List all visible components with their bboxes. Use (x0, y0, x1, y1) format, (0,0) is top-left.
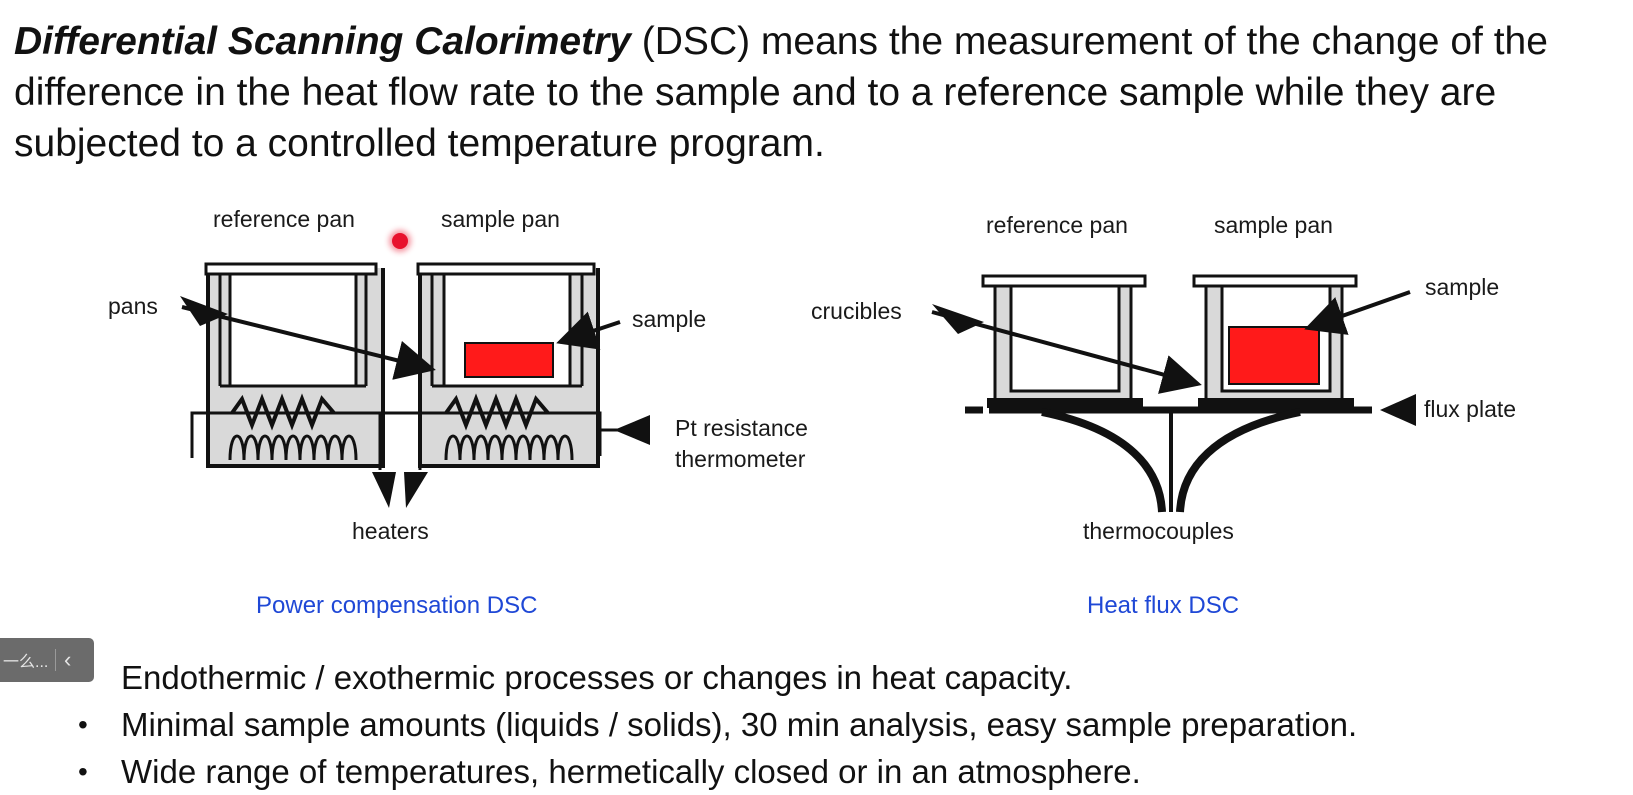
crucibles-label: crucibles (811, 298, 902, 324)
pc-sample-pan-label: sample pan (441, 206, 560, 232)
bullet-icon: • (78, 709, 88, 740)
laser-pointer (392, 233, 408, 249)
pt-thermometer-arrow (614, 415, 650, 445)
sample-resistance-wire (444, 393, 550, 431)
list-item: • Wide range of temperatures, hermeticall… (78, 748, 1357, 795)
toolbar-text[interactable]: 一么... (3, 654, 47, 671)
flux-plate-arrow (1380, 394, 1416, 426)
hf-sample-label: sample (1425, 274, 1500, 300)
bullet-text: Wide range of temperatures, hermetically… (121, 753, 1141, 790)
thermocouple-right (1176, 408, 1301, 513)
pans-arrow-head-left (180, 296, 228, 326)
pc-reference-pan-label: reference pan (213, 206, 355, 232)
hf-reference-pan-label: reference pan (986, 212, 1128, 238)
heat-flux-caption: Heat flux DSC (1087, 592, 1240, 619)
bullet-text: Endothermic / exothermic processes or ch… (121, 659, 1073, 696)
reference-resistance-wire (230, 393, 336, 431)
sample-heater-coil (444, 434, 574, 461)
dsc-definition: (DSC) means the measurement of the chang… (14, 20, 1548, 165)
power-compensation-caption: Power compensation DSC (256, 592, 538, 619)
floating-toolbar[interactable]: 一么... ‹ (0, 638, 94, 682)
flux-plate-label: flux plate (1424, 396, 1517, 422)
dsc-term: Differential Scanning Calorimetry (14, 20, 631, 63)
bullet-text: Minimal sample amounts (liquids / solids… (121, 706, 1358, 743)
intro-paragraph: Differential Scanning Calorimetry (DSC) … (14, 16, 1574, 169)
reference-cell (204, 262, 385, 468)
pc-sample-label: sample (632, 306, 707, 332)
thermocouples-label: thermocouples (1083, 518, 1234, 544)
sample-arrow (556, 311, 621, 350)
heat-flux-diagram (931, 274, 1416, 513)
list-item: • Minimal sample amounts (liquids / solid… (78, 701, 1357, 748)
sample-crucible (1192, 274, 1358, 408)
pans-label: pans (108, 293, 158, 319)
hf-sample-arrow (1304, 290, 1411, 335)
crucibles-arrow-head-left (932, 304, 984, 334)
reference-heater-coil (228, 434, 358, 461)
list-item: •Endothermic / exothermic processes or c… (78, 654, 1357, 701)
thermocouple-left (1041, 408, 1166, 513)
sample-cell (416, 262, 600, 468)
thermometer-wiring (190, 411, 602, 458)
reference-crucible (981, 274, 1147, 408)
chevron-left-icon[interactable]: ‹ (64, 647, 72, 672)
heat-flux-sample-block (1228, 326, 1320, 385)
hf-sample-pan-label: sample pan (1214, 212, 1333, 238)
feature-list: • Endothermic / exothermic processes or c… (78, 654, 1357, 795)
pans-arrow (181, 305, 436, 380)
power-compensation-diagram (180, 262, 650, 508)
thermometer-label: thermometer (675, 446, 806, 472)
heaters-arrow (372, 472, 428, 508)
heaters-label: heaters (352, 518, 429, 544)
toolbar-divider (55, 649, 56, 671)
pt-resistance-label: Pt resistance (675, 415, 808, 441)
bullet-icon: • (78, 756, 88, 787)
power-sample-block (464, 342, 554, 378)
